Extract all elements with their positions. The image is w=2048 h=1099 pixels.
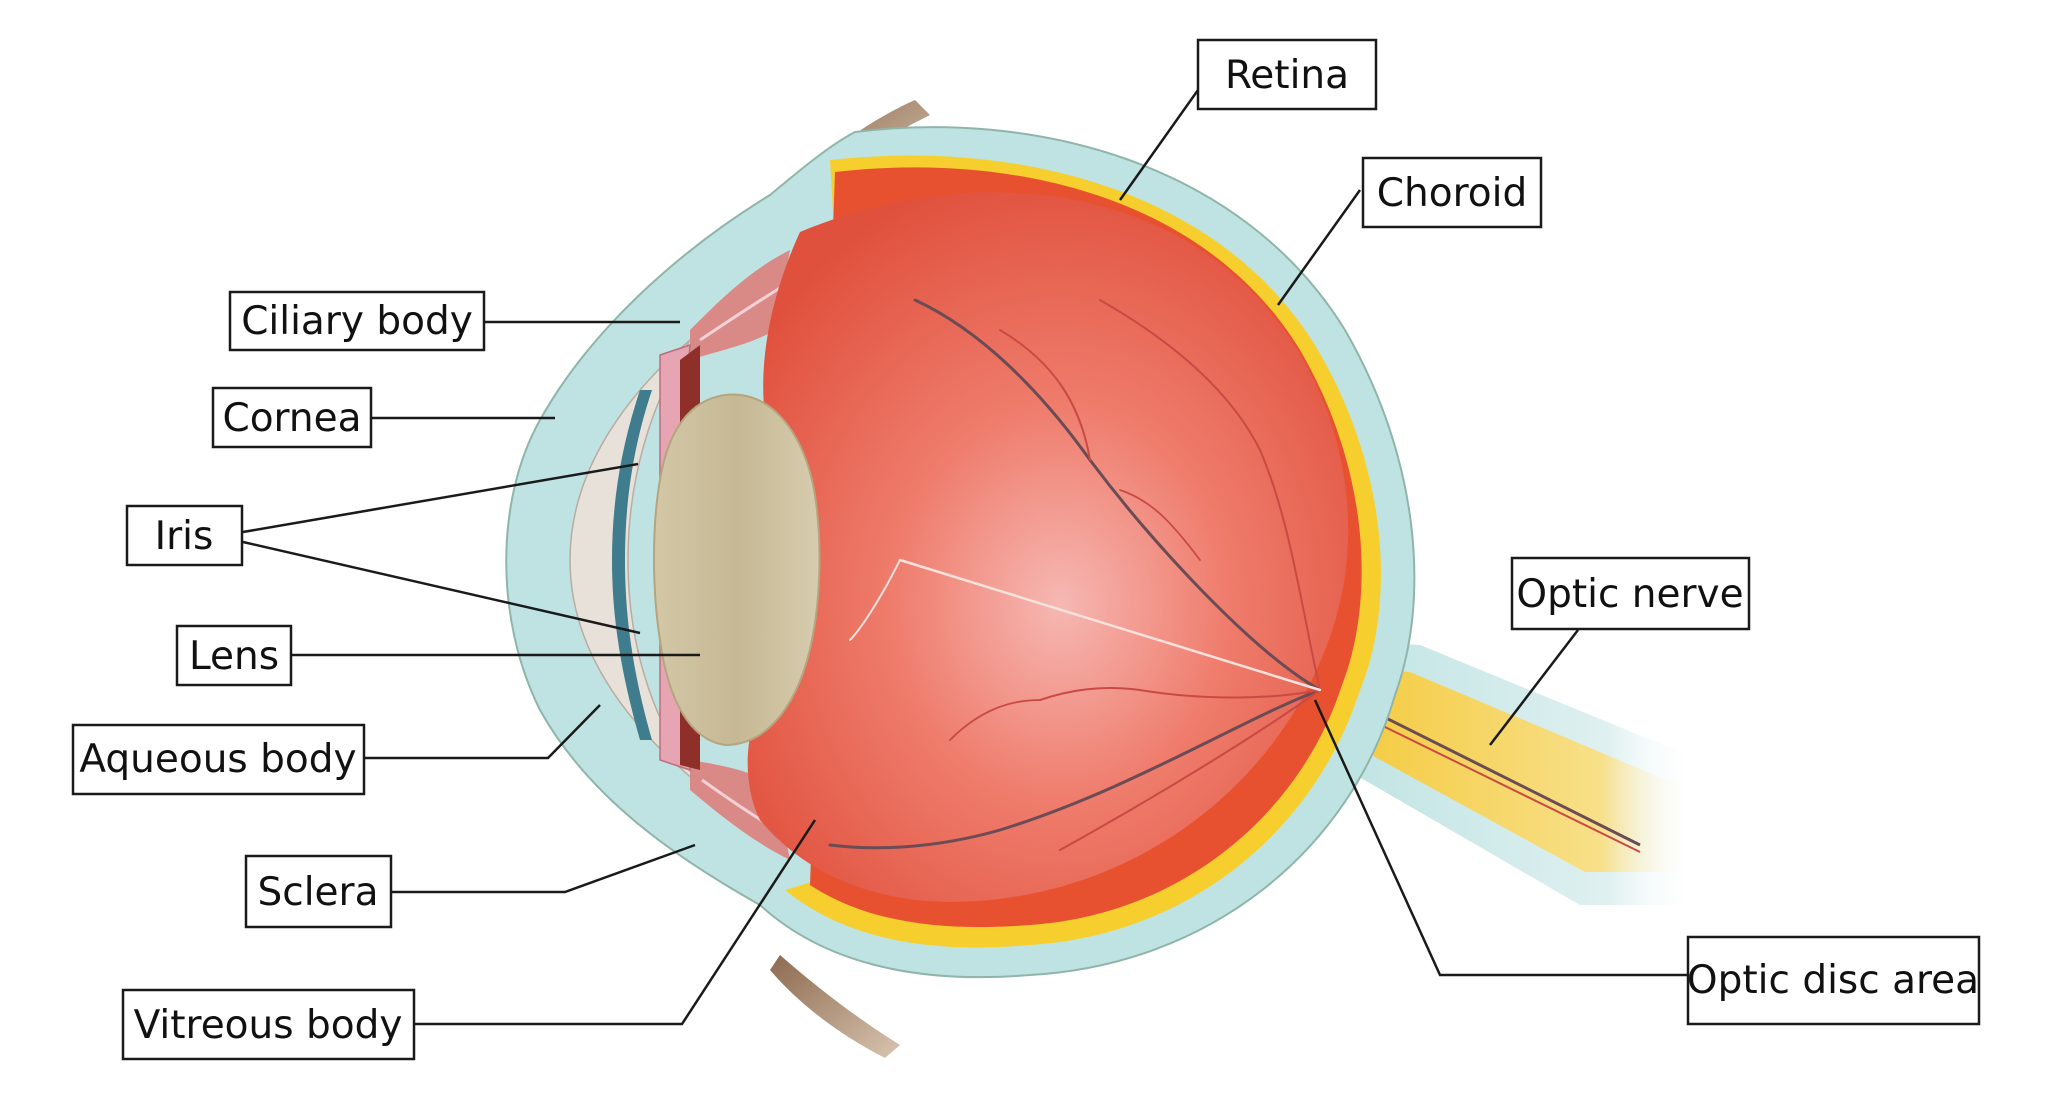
leader-choroid xyxy=(1276,189,1362,306)
label-cornea: Cornea xyxy=(211,386,373,449)
label-sclera-text: Sclera xyxy=(258,870,379,915)
label-optic-disc-area: Optic disc area xyxy=(1686,935,1981,1026)
label-lens-text: Lens xyxy=(189,634,279,679)
label-optic-nerve: Optic nerve xyxy=(1510,556,1751,631)
label-choroid-text: Choroid xyxy=(1377,171,1527,216)
label-aqueous-body-text: Aqueous body xyxy=(79,737,356,782)
lens-shape xyxy=(653,393,821,747)
label-iris-text: Iris xyxy=(155,514,214,559)
label-iris: Iris xyxy=(125,504,244,567)
label-lens: Lens xyxy=(175,624,293,687)
cornea-layer xyxy=(545,330,700,800)
label-ciliary-body: Ciliary body xyxy=(228,290,486,352)
label-aqueous-body: Aqueous body xyxy=(71,723,366,796)
label-retina-text: Retina xyxy=(1225,53,1349,98)
leader-retina xyxy=(1118,89,1200,201)
lower-eyelid xyxy=(770,955,900,1058)
label-vitreous-body: Vitreous body xyxy=(121,988,416,1061)
leader-sclera xyxy=(392,843,696,894)
retinal-vessels xyxy=(828,298,1322,851)
label-retina: Retina xyxy=(1196,38,1378,111)
label-sclera: Sclera xyxy=(244,854,393,929)
iris-edge-blue xyxy=(612,390,652,740)
label-ciliary-body-text: Ciliary body xyxy=(241,299,473,344)
leader-aqueous-body xyxy=(365,704,601,760)
leader-lines xyxy=(242,89,1688,1026)
leader-iris-1 xyxy=(242,462,639,534)
label-cornea-text: Cornea xyxy=(222,396,361,441)
leader-optic-nerve xyxy=(1489,629,1579,746)
label-vitreous-body-text: Vitreous body xyxy=(134,1003,403,1048)
leader-iris-2 xyxy=(242,540,641,635)
leader-optic-disc-area xyxy=(1313,699,1688,977)
label-optic-disc-area-text: Optic disc area xyxy=(1687,958,1979,1003)
label-optic-nerve-text: Optic nerve xyxy=(1516,572,1743,617)
label-choroid: Choroid xyxy=(1361,156,1543,229)
leader-vitreous-body xyxy=(415,819,817,1026)
